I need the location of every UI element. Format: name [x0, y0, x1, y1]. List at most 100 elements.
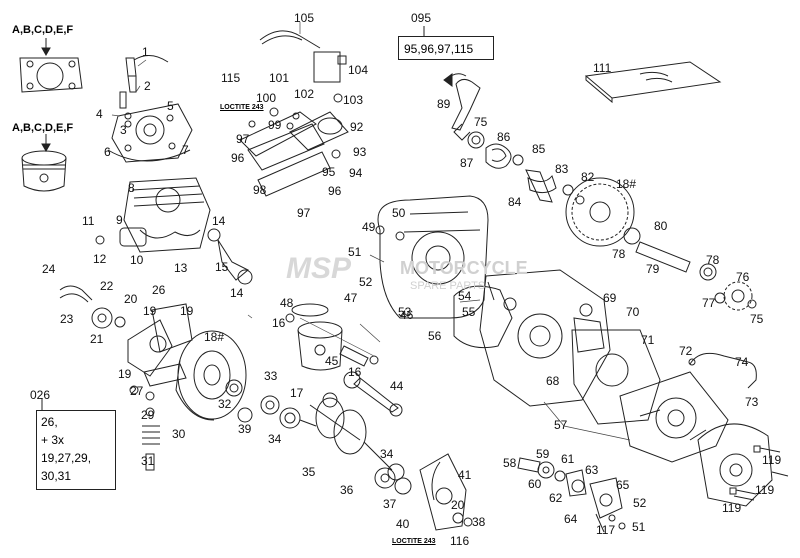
part-label-22[interactable]: 22 — [100, 279, 114, 293]
part-label-19[interactable]: 19 — [143, 304, 157, 318]
part-label-64[interactable]: 64 — [564, 512, 578, 526]
part-label-1[interactable]: 1 — [142, 45, 149, 59]
part-label-41[interactable]: 41 — [458, 468, 472, 482]
part-label-33[interactable]: 33 — [264, 369, 278, 383]
part-label-80[interactable]: 80 — [654, 219, 668, 233]
part-label-58[interactable]: 58 — [503, 456, 517, 470]
part-label-38[interactable]: 38 — [472, 515, 486, 529]
part-label-86[interactable]: 86 — [497, 130, 511, 144]
part-label-56[interactable]: 56 — [428, 329, 442, 343]
part-label-27[interactable]: 27 — [130, 384, 144, 398]
kit-026-line3[interactable]: 19,27,29, — [41, 451, 92, 465]
part-label-26[interactable]: 26 — [152, 283, 166, 297]
part-label-70[interactable]: 70 — [626, 305, 640, 319]
part-label-51[interactable]: 51 — [348, 245, 362, 259]
part-label-14[interactable]: 14 — [212, 214, 226, 228]
part-label-11[interactable]: 11 — [82, 214, 95, 228]
part-label-87[interactable]: 87 — [460, 156, 474, 170]
kit-095-contents[interactable]: 95,96,97,115 — [404, 42, 474, 56]
part-label-5[interactable]: 5 — [167, 99, 174, 113]
part-label-57[interactable]: 57 — [554, 418, 568, 432]
part-label-99[interactable]: 99 — [268, 118, 282, 132]
part-label-47[interactable]: 47 — [344, 291, 358, 305]
part-label-15[interactable]: 15 — [215, 260, 229, 274]
part-label-3[interactable]: 3 — [120, 123, 127, 137]
part-label-54[interactable]: 54 — [458, 289, 472, 303]
part-label-10[interactable]: 10 — [130, 253, 144, 267]
part-label-93[interactable]: 93 — [353, 145, 367, 159]
part-label-44[interactable]: 44 — [390, 379, 404, 393]
part-label-34[interactable]: 34 — [268, 432, 282, 446]
part-label-45[interactable]: 45 — [325, 354, 339, 368]
kit-026-line4[interactable]: 30,31 — [41, 469, 72, 483]
part-label-74[interactable]: 74 — [735, 355, 749, 369]
part-label-71[interactable]: 71 — [641, 333, 655, 347]
part-label-30[interactable]: 30 — [172, 427, 186, 441]
part-label-101[interactable]: 101 — [269, 71, 290, 85]
part-label-104[interactable]: 104 — [348, 63, 369, 77]
part-label-53[interactable]: 53 — [398, 305, 412, 319]
part-label-72[interactable]: 72 — [679, 344, 693, 358]
part-label-46[interactable]: 46 — [400, 308, 414, 322]
part-label-111[interactable]: 111 — [593, 61, 612, 75]
part-label-89[interactable]: 89 — [437, 97, 451, 111]
part-label-13[interactable]: 13 — [174, 261, 188, 275]
part-label-35[interactable]: 35 — [302, 465, 316, 479]
part-label-115[interactable]: 115 — [221, 71, 241, 85]
part-label-95[interactable]: 95 — [322, 165, 336, 179]
part-label-98[interactable]: 98 — [253, 183, 267, 197]
part-label-12[interactable]: 12 — [93, 252, 107, 266]
part-label-100[interactable]: 100 — [256, 91, 277, 105]
part-label-36[interactable]: 36 — [340, 483, 354, 497]
part-label-97[interactable]: 97 — [236, 132, 250, 146]
part-label-61[interactable]: 61 — [561, 452, 575, 466]
part-label-103[interactable]: 103 — [343, 93, 364, 107]
part-label-40[interactable]: 40 — [396, 517, 410, 531]
part-label-105[interactable]: 105 — [294, 11, 315, 25]
part-label-17[interactable]: 17 — [290, 386, 304, 400]
part-label-78[interactable]: 78 — [612, 247, 626, 261]
part-label-97[interactable]: 97 — [297, 206, 311, 220]
kit-026-line1[interactable]: 26, — [41, 415, 58, 429]
part-label-62[interactable]: 62 — [549, 491, 563, 505]
part-label-119[interactable]: 119 — [762, 453, 782, 467]
part-label-51[interactable]: 51 — [632, 520, 646, 534]
part-label-119[interactable]: 119 — [755, 483, 775, 497]
part-label-68[interactable]: 68 — [546, 374, 560, 388]
part-label-77[interactable]: 77 — [702, 296, 716, 310]
part-label-21[interactable]: 21 — [90, 332, 104, 346]
part-label-96[interactable]: 96 — [328, 184, 342, 198]
part-label-6[interactable]: 6 — [104, 145, 111, 159]
part-label-24[interactable]: 24 — [42, 262, 56, 276]
part-label-4[interactable]: 4 — [96, 107, 103, 121]
part-label-31[interactable]: 31 — [141, 454, 155, 468]
part-label-23[interactable]: 23 — [60, 312, 74, 326]
part-label-84[interactable]: 84 — [508, 195, 522, 209]
part-label-16[interactable]: 16 — [348, 365, 362, 379]
part-label-29[interactable]: 29 — [141, 408, 155, 422]
part-label-78[interactable]: 78 — [706, 253, 720, 267]
part-label-75[interactable]: 75 — [750, 312, 764, 326]
part-label-7[interactable]: 7 — [182, 143, 189, 157]
part-label-20[interactable]: 20 — [451, 498, 465, 512]
part-label-83[interactable]: 83 — [555, 162, 569, 176]
part-label-52[interactable]: 52 — [359, 275, 373, 289]
part-label-20[interactable]: 20 — [124, 292, 138, 306]
part-label-96[interactable]: 96 — [231, 151, 245, 165]
kit-026-line2[interactable]: + 3x — [41, 433, 65, 447]
part-label-34[interactable]: 34 — [380, 447, 394, 461]
part-label-19[interactable]: 19 — [180, 304, 194, 318]
part-label-2[interactable]: 2 — [144, 79, 151, 93]
part-label-37[interactable]: 37 — [383, 497, 397, 511]
part-label-102[interactable]: 102 — [294, 87, 315, 101]
part-label-94[interactable]: 94 — [349, 166, 363, 180]
part-label-52[interactable]: 52 — [633, 496, 647, 510]
part-label-76[interactable]: 76 — [736, 270, 750, 284]
part-label-18-hash[interactable]: 18# — [616, 177, 637, 191]
part-label-117[interactable]: 117 — [596, 523, 616, 537]
part-label-92[interactable]: 92 — [350, 120, 364, 134]
part-label-48[interactable]: 48 — [280, 296, 294, 310]
part-label-82[interactable]: 82 — [581, 170, 595, 184]
part-label-75[interactable]: 75 — [474, 115, 488, 129]
kit-095-title[interactable]: 095 — [411, 11, 432, 25]
